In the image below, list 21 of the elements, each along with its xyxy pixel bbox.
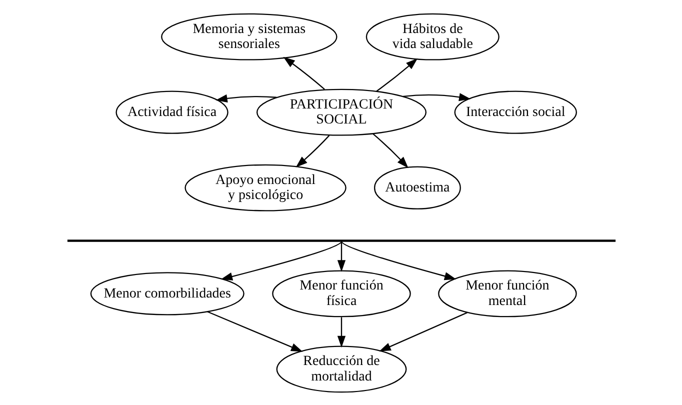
- arrow: [220, 240, 342, 280]
- arrow: [282, 56, 324, 90]
- node-ellipse: Interacción social: [454, 90, 576, 134]
- node-ellipse: Reducción de mortalidad: [276, 345, 406, 392]
- node-ellipse: PARTICIPACIÓN SOCIAL: [256, 88, 426, 136]
- node-ellipse: Autoestima: [374, 166, 460, 209]
- arrow: [336, 240, 346, 272]
- arrow: [295, 134, 330, 167]
- node-ellipse: Menor función física: [272, 270, 410, 317]
- node-ellipse: Apoyo emocional y psicológico: [184, 164, 346, 211]
- arrow: [402, 92, 470, 101]
- node-ellipse: Memoria y sistemas sensoriales: [160, 12, 337, 60]
- arrow: [372, 132, 408, 168]
- node-bar: [66, 239, 616, 242]
- arrow: [206, 310, 302, 352]
- arrow: [376, 58, 418, 92]
- node-ellipse: Hábitos de vida saludable: [365, 12, 499, 60]
- arrow: [336, 316, 346, 348]
- arrow: [378, 312, 468, 351]
- arrow: [340, 240, 456, 280]
- arrow: [215, 94, 276, 102]
